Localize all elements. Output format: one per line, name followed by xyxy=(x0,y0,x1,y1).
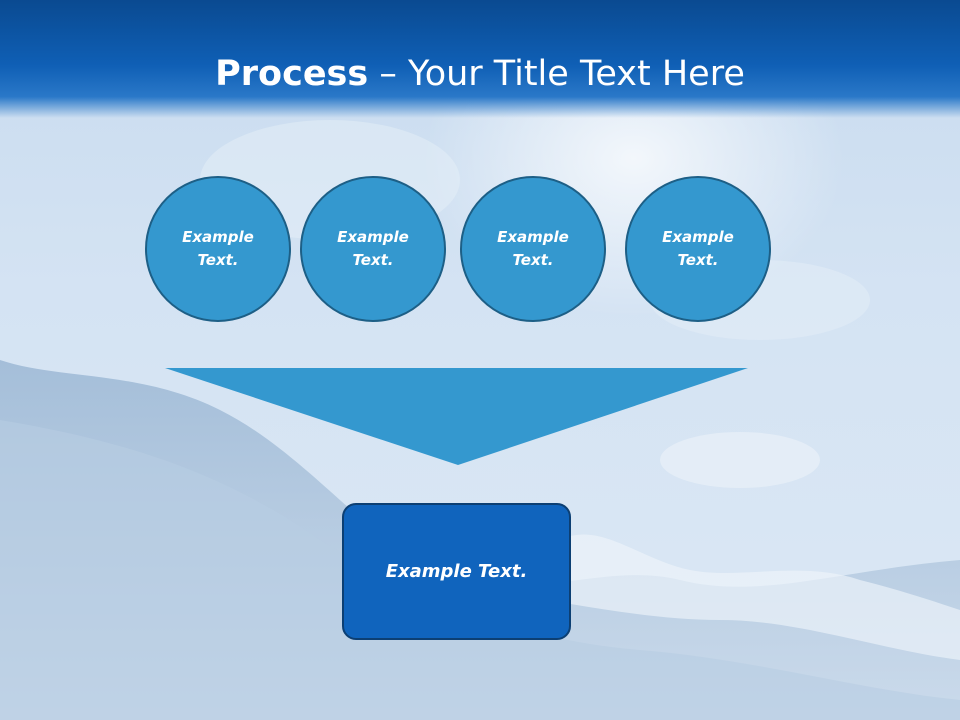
process-step-circle-2[interactable]: Example Text. xyxy=(300,176,446,322)
result-box[interactable]: Example Text. xyxy=(342,503,571,640)
slide-title: Process – Your Title Text Here xyxy=(0,52,960,96)
process-step-label-3: Example Text. xyxy=(497,228,569,269)
process-step-circle-1[interactable]: Example Text. xyxy=(145,176,291,322)
title-rest: – Your Title Text Here xyxy=(368,54,745,94)
title-bold: Process xyxy=(215,54,369,94)
process-step-label-1: Example Text. xyxy=(182,228,254,269)
funnel-arrow[interactable] xyxy=(165,368,748,465)
process-step-circle-4[interactable]: Example Text. xyxy=(625,176,771,322)
result-label: Example Text. xyxy=(385,561,528,582)
process-step-label-2: Example Text. xyxy=(337,228,409,269)
title-bar: Process – Your Title Text Here xyxy=(0,0,960,118)
process-step-circle-3[interactable]: Example Text. xyxy=(460,176,606,322)
process-step-label-4: Example Text. xyxy=(662,228,734,269)
